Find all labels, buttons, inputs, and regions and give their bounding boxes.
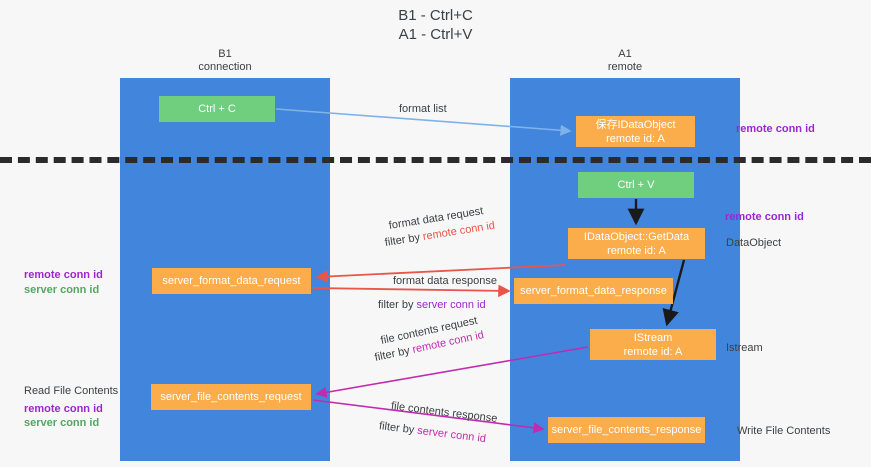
node-idataobject-getdata[interactable]: IDataObject::GetData remote id: A [568,228,705,259]
node-sfc-request-label: server_file_contents_request [160,391,302,403]
filter-key-server-conn-id: server conn id [416,424,487,446]
node-istream-line1: IStream [633,331,673,344]
page-title: B1 - Ctrl+C A1 - Ctrl+V [398,7,473,43]
node-getdata-line2: remote id: A [607,244,666,257]
edge-label-format-list: format list [399,103,447,115]
annotation-read-file-contents: Read File Contents [24,385,119,397]
node-idataobject-line1: 保存IDataObject [595,118,676,131]
node-ctrl-v[interactable]: Ctrl + V [578,172,694,198]
annotation-dataobject: DataObject [726,237,782,249]
node-server-file-contents-response[interactable]: server_file_contents_response [548,417,705,443]
filter-prefix: filter by [378,420,419,437]
section-divider [0,157,871,163]
filter-key-server-conn-id: server conn id [416,299,486,311]
column-header-b1: B1 connection [198,48,252,73]
node-istream-line2: remote id: A [623,345,683,358]
annotation-remote-conn-id-mid: remote conn id [725,211,804,223]
node-server-file-contents-request[interactable]: server_file_contents_request [151,384,311,410]
node-sfd-request-label: server_format_data_request [162,275,301,287]
filter-prefix: filter by [373,344,414,364]
annotation-low-server-conn-id: server conn id [24,417,100,429]
node-idataobject-line2: remote id: A [606,132,665,145]
node-istream[interactable]: IStream remote id: A [590,329,716,360]
filter-prefix: filter by [378,299,417,311]
node-getdata-line1: IDataObject::GetData [583,230,690,243]
annotation-mid-server-conn-id: server conn id [24,284,100,296]
node-sfc-response-label: server_file_contents_response [551,424,702,436]
annotation-remote-conn-id-top: remote conn id [736,123,815,135]
annotation-low-remote-conn-id: remote conn id [24,403,103,415]
edge-label-format-data-response: format data response [393,275,497,287]
node-ctrl-c-line1: Ctrl + C [198,103,236,115]
annotation-mid-remote-conn-id: remote conn id [24,269,103,281]
node-server-format-data-response[interactable]: server_format_data_response [514,278,673,304]
node-sfd-response-label: server_format_data_response [520,285,667,297]
annotation-write-file-contents: Write File Contents [737,425,831,437]
edge-label-format-data-response-filter: filter by server conn id [378,298,486,313]
node-idataobject[interactable]: 保存IDataObject remote id: A [576,116,695,147]
node-server-format-data-request[interactable]: server_format_data_request [152,268,311,294]
node-ctrl-c[interactable]: Ctrl + C [159,96,275,122]
node-ctrl-v-line1: Ctrl + V [617,179,655,191]
annotation-istream: Istream [726,342,763,354]
column-header-a1: A1 remote [607,48,643,73]
